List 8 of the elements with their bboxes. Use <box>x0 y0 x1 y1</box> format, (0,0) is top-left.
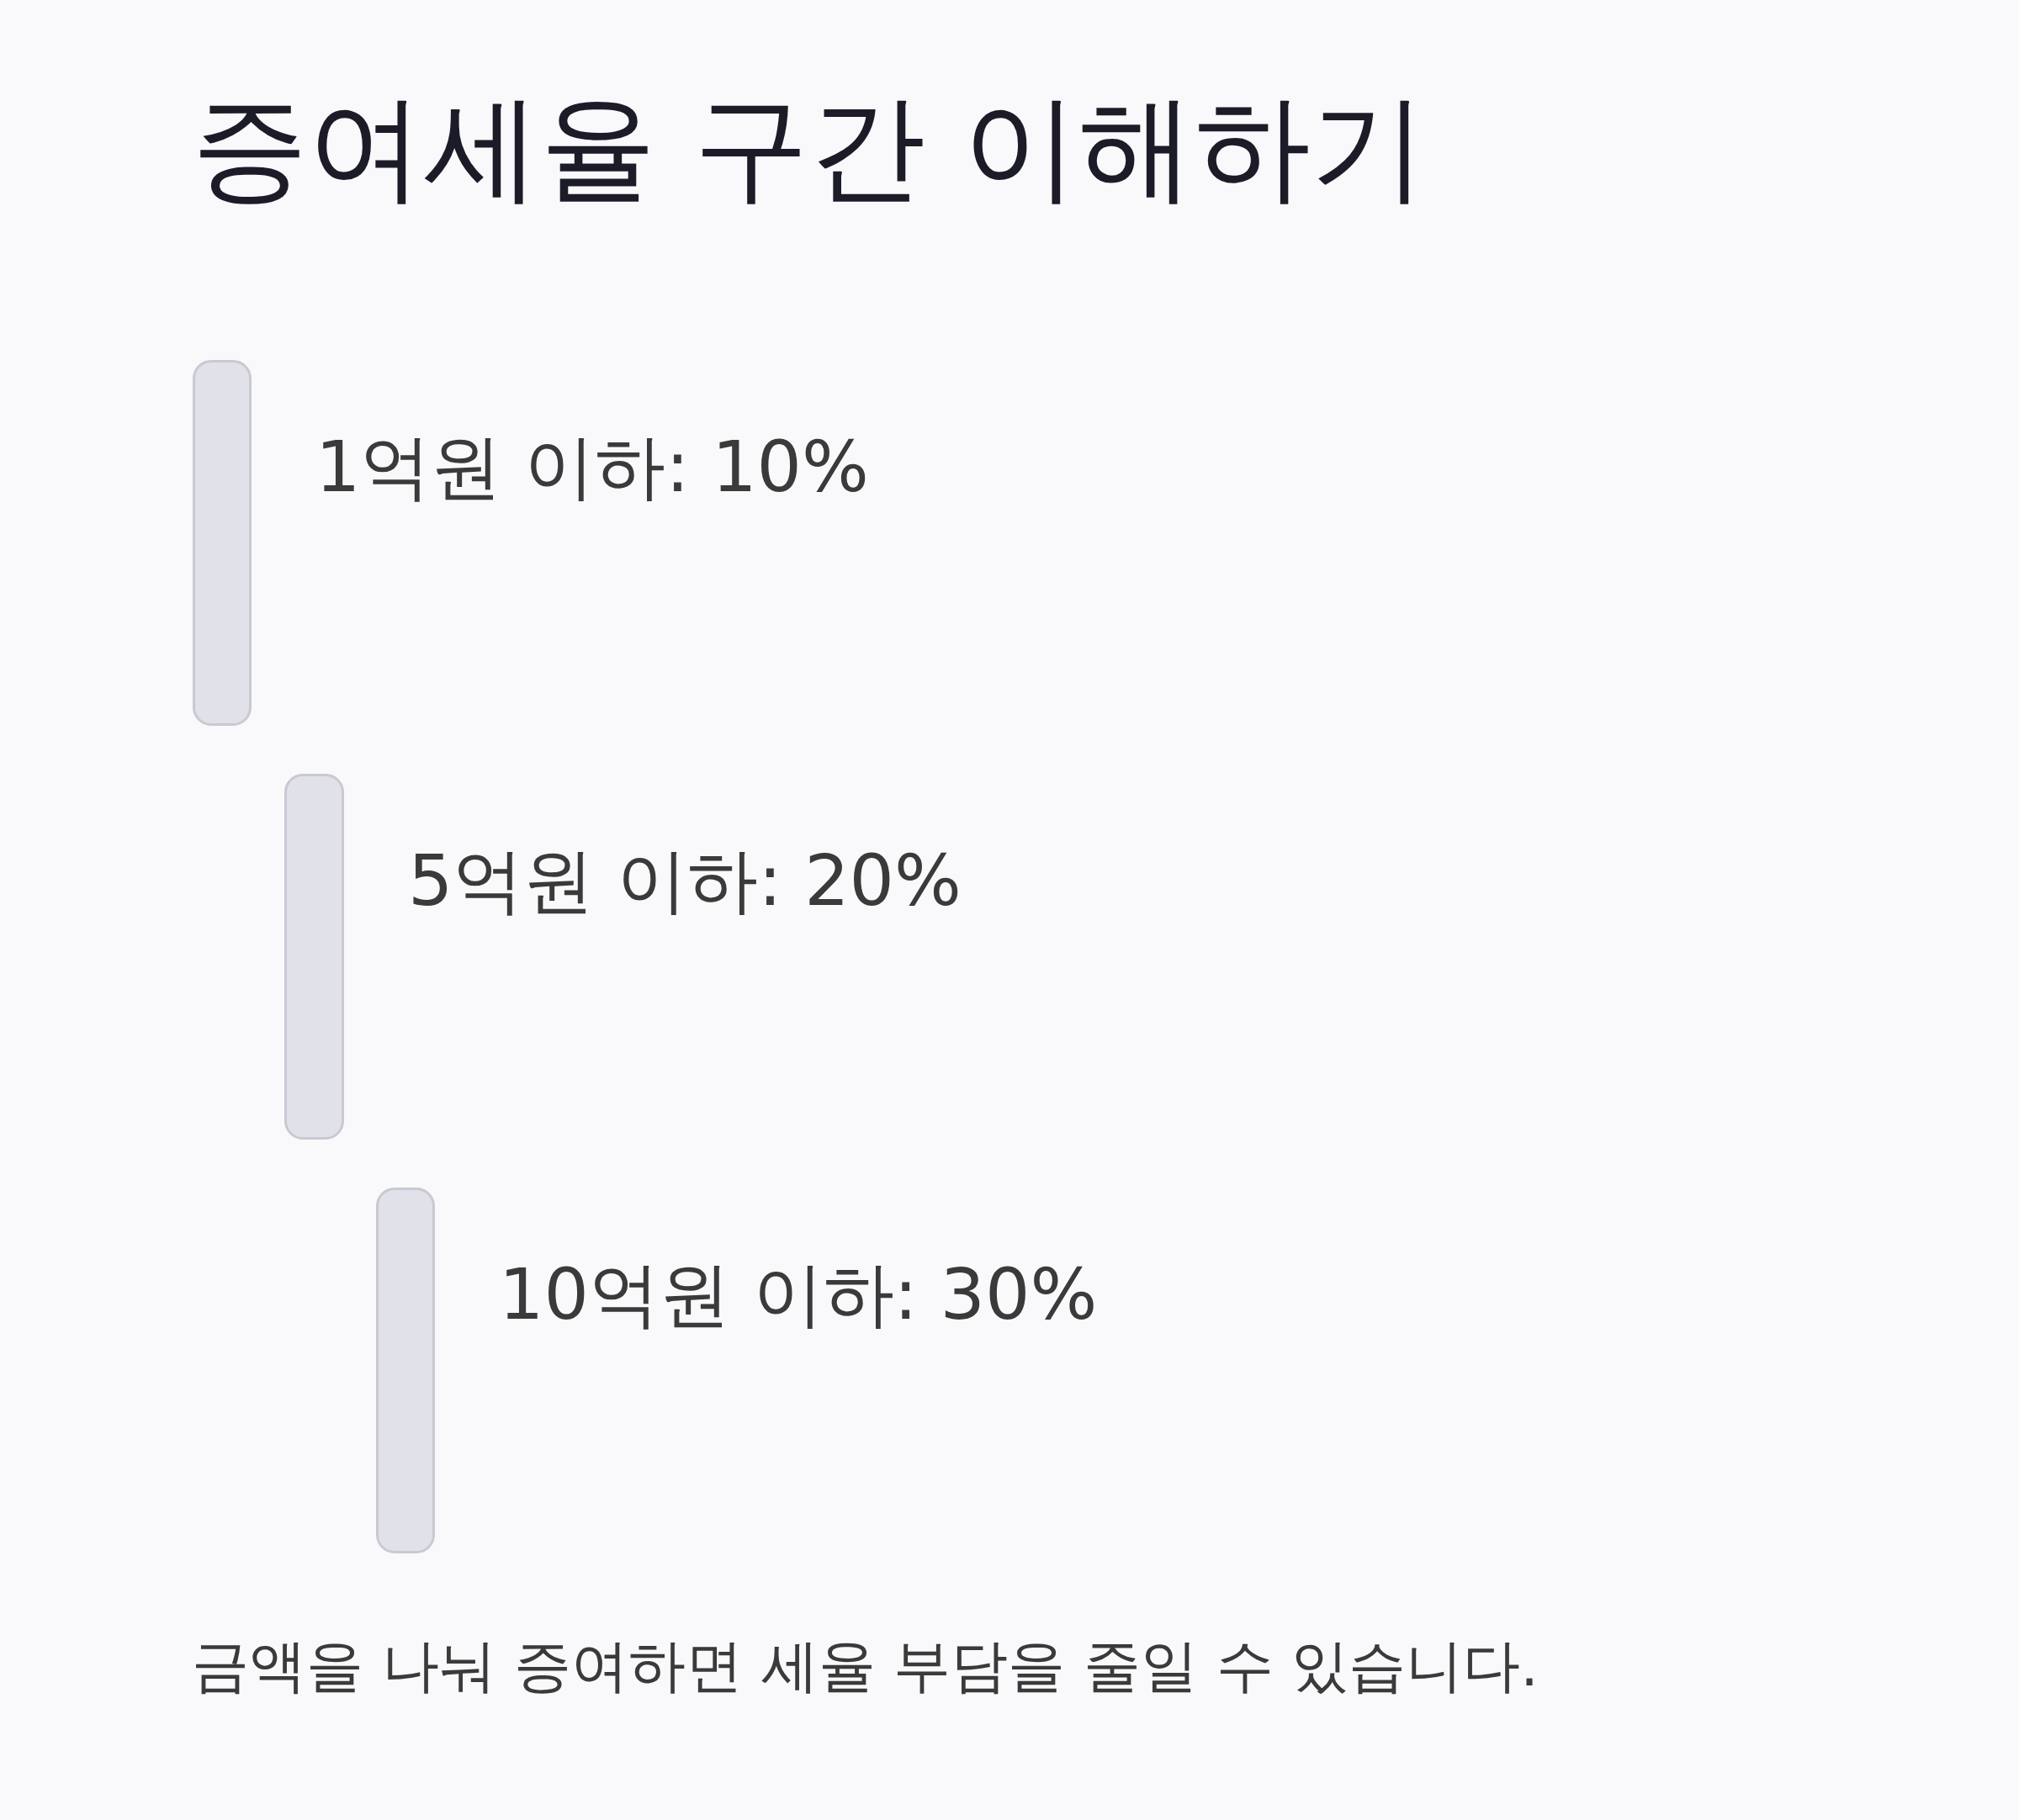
vertical-bar <box>376 1188 435 1553</box>
vertical-bar <box>284 774 344 1140</box>
tier-label: 10억원 이하: 30% <box>499 1251 1098 1337</box>
vertical-bar <box>193 360 252 726</box>
diagram-title: 증여세율 구간 이해하기 <box>192 84 1427 212</box>
tier-label: 5억원 이하: 20% <box>408 838 962 923</box>
caption-text: 금액을 나눠 증여하면 세율 부담을 줄일 수 있습니다. <box>192 1632 1539 1701</box>
tier-label: 1억원 이하: 10% <box>315 424 869 510</box>
